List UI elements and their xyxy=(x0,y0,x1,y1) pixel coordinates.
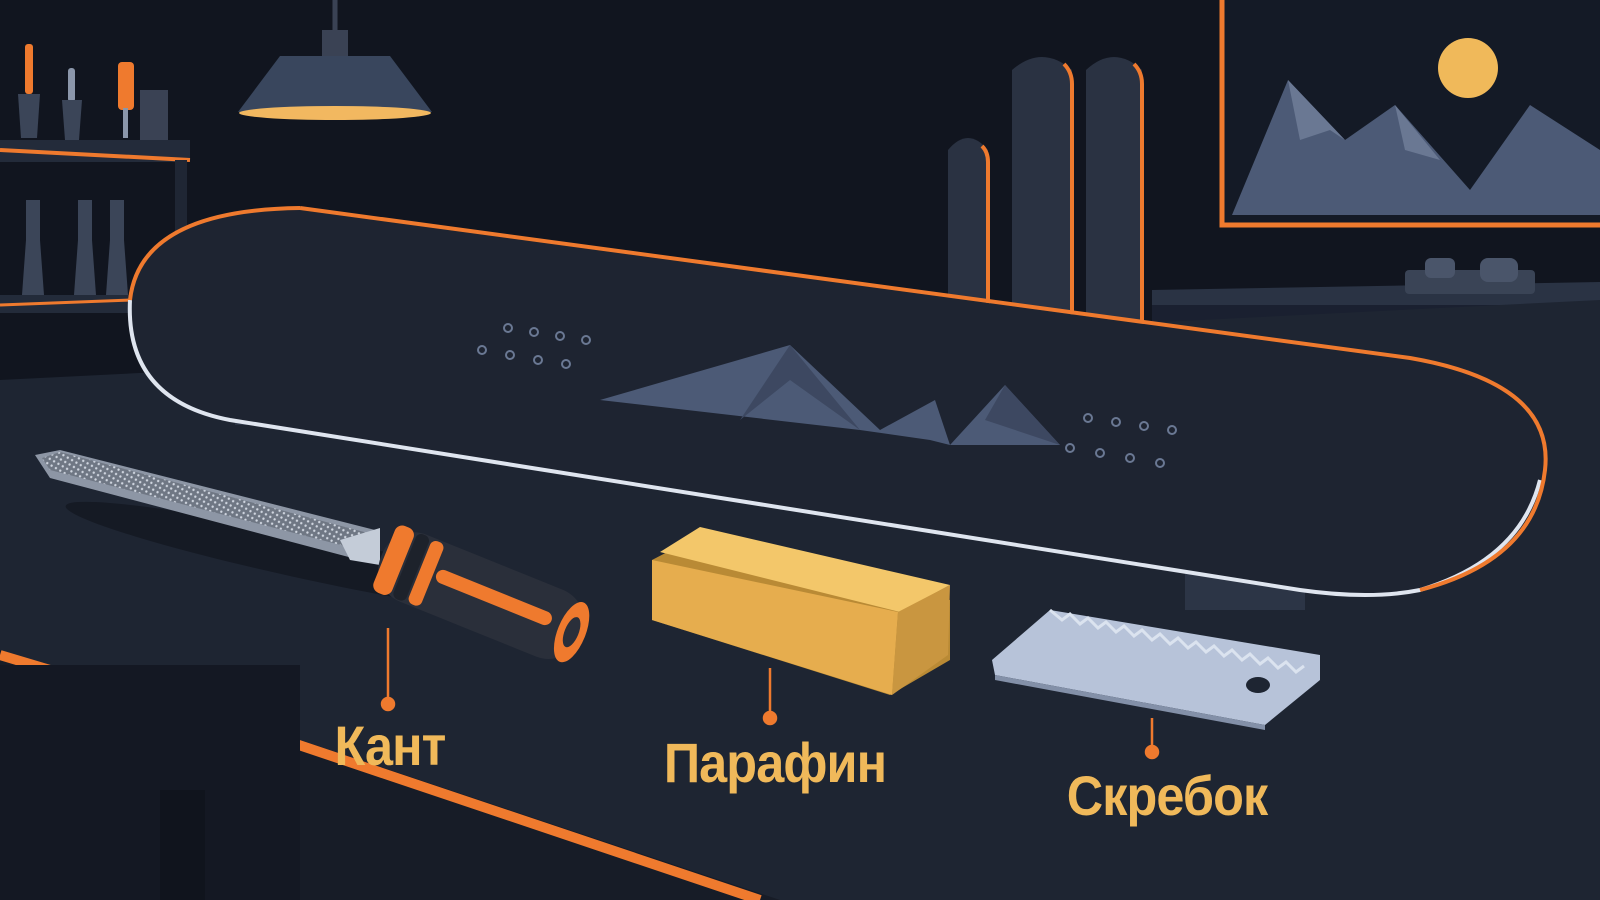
wax-label: Парафин xyxy=(663,731,887,794)
lamp-icon xyxy=(238,0,432,120)
ski-icon xyxy=(948,57,1144,324)
callout-wax xyxy=(762,668,778,726)
mountain-picture xyxy=(1219,0,1600,228)
snowboard-icon xyxy=(127,206,1548,610)
binding-icon xyxy=(1405,258,1535,294)
scraper-label: Скребок xyxy=(1066,764,1269,827)
wax-block-icon xyxy=(652,527,950,695)
callout-edge xyxy=(380,628,396,712)
file-icon xyxy=(35,450,590,663)
screwdriver-icon xyxy=(18,44,134,295)
edge-file-label: Кант xyxy=(334,714,447,777)
sun-icon xyxy=(1438,38,1498,98)
scraper-icon xyxy=(992,608,1320,730)
callout-scraper xyxy=(1144,718,1160,760)
